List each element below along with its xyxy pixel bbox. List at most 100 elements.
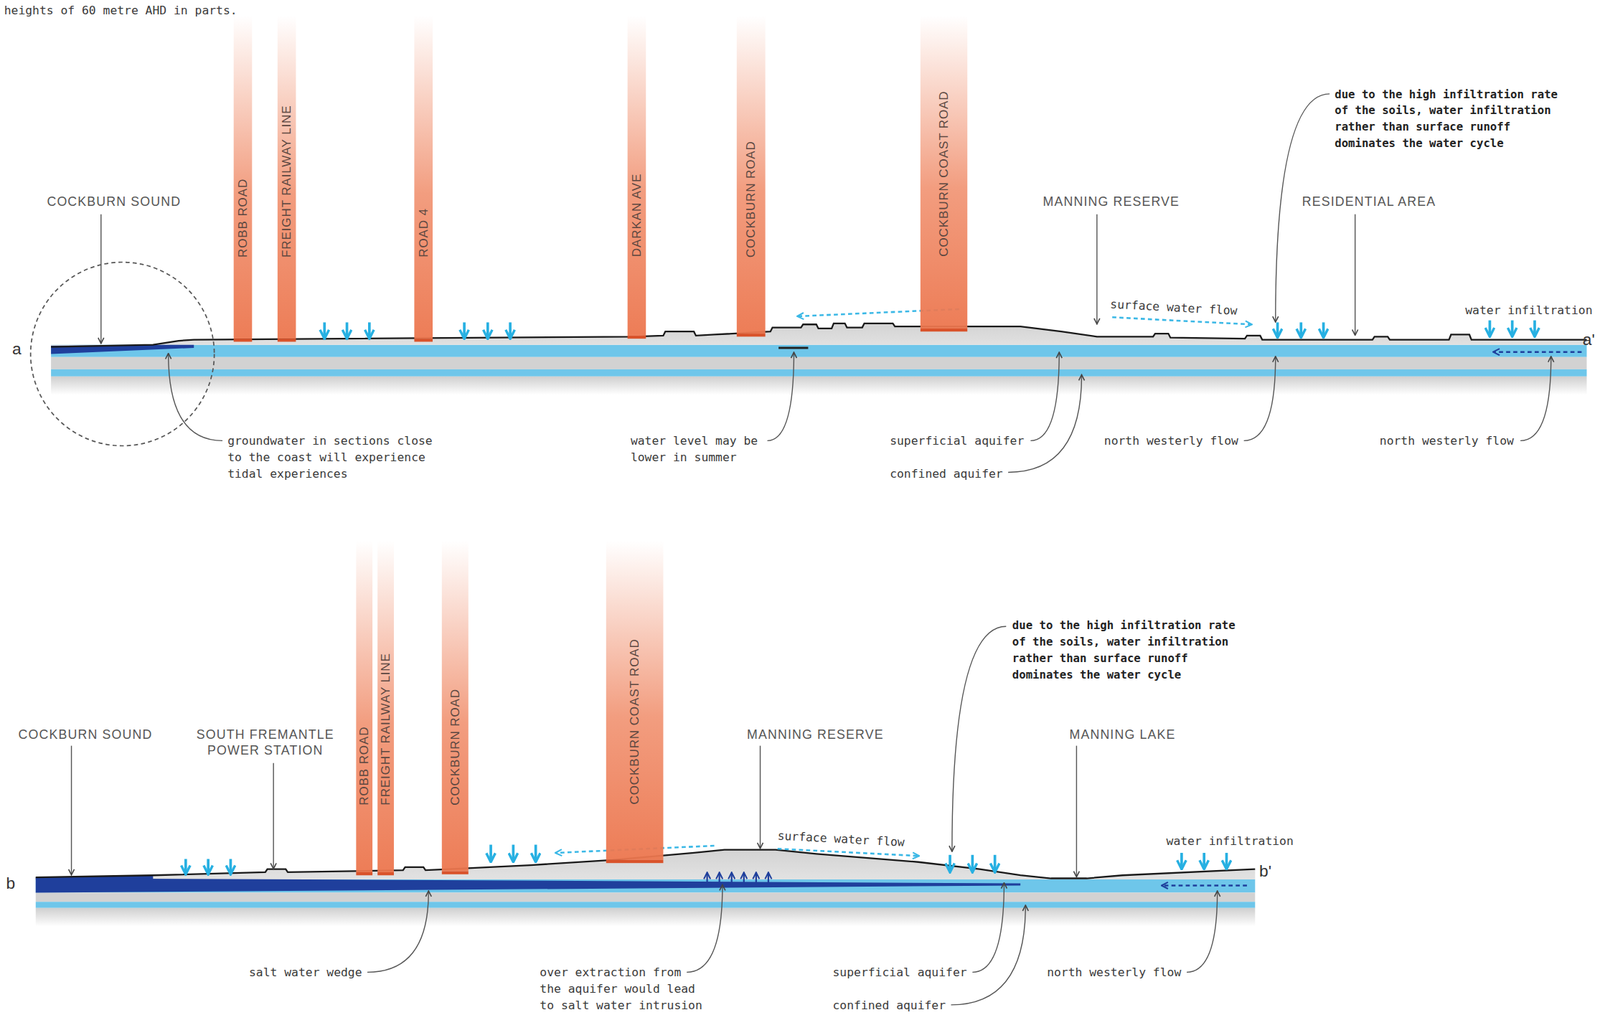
infiltration-arrow [345, 322, 349, 338]
groundwater-flow-arrow [1493, 350, 1582, 354]
annotation-text: confined aquifer [889, 465, 1004, 483]
infiltration-arrow [368, 322, 371, 338]
road-band: FREIGHT RAILWAY LINE [377, 540, 394, 876]
road-label: COCKBURN ROAD [744, 140, 757, 258]
leader-line [1008, 375, 1082, 473]
infiltration-arrow [1202, 853, 1206, 869]
annotation-text: heights of 60 metre AHD in parts. [4, 2, 238, 19]
infiltration-arrow [512, 845, 516, 862]
annotation-text: surface water flow [777, 829, 905, 850]
infiltration-arrow [184, 858, 188, 874]
groundwater-flow-arrow [1162, 884, 1247, 887]
leader-line [1076, 746, 1077, 877]
upwelling-arrow [755, 873, 757, 884]
infiltration-arrow [1276, 322, 1280, 337]
annotation-text: groundwater in sections close to the coa… [227, 432, 437, 482]
road-band: COCKBURN COAST ROAD [920, 15, 968, 332]
annotation-text: due to the high infiltration rate of the… [1334, 86, 1562, 153]
infiltration-arrow [1225, 853, 1229, 869]
surface-flow-arrow [1112, 317, 1251, 325]
road-label: ROAD 4 [417, 208, 430, 258]
leader-line [71, 746, 72, 875]
annotation-text: RESIDENTIAL AREA [1302, 193, 1436, 211]
leader-line [1244, 357, 1276, 442]
road-label: COCKBURN COAST ROAD [628, 639, 641, 806]
annotation-text: salt water wedge [248, 964, 363, 981]
surface-flow-arrow [777, 848, 919, 856]
infiltration-arrow [1533, 320, 1537, 336]
leader-line [100, 214, 102, 343]
road-band: ROBB ROAD [355, 540, 373, 876]
road-label: FREIGHT RAILWAY LINE [379, 652, 392, 806]
infiltration-arrow [462, 322, 466, 338]
annotation-text: surface water flow [1109, 297, 1238, 318]
upwelling-arrow [767, 873, 770, 884]
leader-line [759, 746, 761, 849]
road-label: COCKBURN COAST ROAD [937, 91, 950, 257]
focus-circle [30, 262, 215, 447]
upwelling-arrow [718, 873, 721, 884]
road-band: FREIGHT RAILWAY LINE [277, 15, 297, 342]
road-label: COCKBURN ROAD [449, 688, 462, 806]
leader-line [972, 883, 1004, 973]
leader-line [1096, 214, 1098, 324]
leader-line [367, 891, 429, 973]
road-band: COCKBURN ROAD [736, 15, 766, 337]
ground-fade [50, 376, 1587, 396]
infiltration-arrow [1511, 320, 1514, 336]
road-band: COCKBURN ROAD [441, 540, 469, 875]
infiltration-arrow [971, 855, 975, 872]
leader-line [686, 885, 723, 973]
aquitard-band [50, 357, 1587, 370]
annotation-text: MANNING RESERVE [1042, 193, 1180, 211]
annotation-text: north westerly flow [1379, 432, 1514, 450]
salt-water-wedge [35, 878, 1021, 894]
leader-line [1520, 357, 1552, 442]
infiltration-arrow [1322, 322, 1326, 337]
annotation-text: over extraction from the aquifer would l… [539, 964, 707, 1014]
leader-line [950, 906, 1026, 1006]
leader-line [766, 353, 794, 441]
infiltration-arrow [1488, 320, 1492, 336]
ground-fade [35, 908, 1256, 927]
leader-line [1186, 891, 1218, 973]
road-band: ROBB ROAD [233, 15, 253, 342]
infiltration-arrow [993, 855, 997, 872]
infiltration-arrow [486, 322, 490, 338]
road-label: ROBB ROAD [358, 726, 371, 806]
leader-line [952, 626, 1006, 851]
infiltration-arrow [206, 858, 210, 874]
leader-line [272, 763, 274, 869]
annotation-text: COCKBURN SOUND [46, 193, 181, 211]
road-band: ROAD 4 [413, 15, 433, 342]
infiltration-arrow [1299, 322, 1303, 337]
infiltration-arrow [489, 845, 493, 862]
annotation-text: MANNING LAKE [1069, 726, 1176, 744]
road-band: DARKAN AVE [627, 15, 647, 339]
annotation-text: water infiltration [1465, 302, 1593, 319]
annotation-text: superficial aquifer [833, 964, 968, 981]
road-label: DARKAN AVE [630, 173, 643, 257]
superficial-aquifer-band [50, 345, 1587, 358]
infiltration-arrow [322, 322, 326, 338]
infiltration-arrow [1180, 853, 1184, 869]
upwelling-arrow [706, 873, 708, 884]
annotation-text: confined aquifer [833, 996, 947, 1014]
infiltration-arrow [534, 845, 538, 862]
annotation-text: superficial aquifer [889, 432, 1024, 450]
annotation-text: a [12, 340, 22, 359]
road-band: COCKBURN COAST ROAD [606, 540, 664, 864]
confined-aquifer-band [50, 369, 1587, 377]
aquitard-band [35, 892, 1256, 902]
annotation-text: SOUTH FREMANTLE POWER STATION [188, 726, 342, 760]
annotation-text: north westerly flow [1046, 964, 1181, 981]
water-level-mark [778, 347, 808, 350]
annotation-text: b [6, 874, 16, 894]
annotation-text: b' [1259, 862, 1272, 882]
road-label: FREIGHT RAILWAY LINE [280, 104, 293, 257]
annotation-text: due to the high infiltration rate of the… [1012, 618, 1240, 684]
confined-aquifer-band [35, 901, 1256, 909]
annotation-text: water infiltration [1166, 833, 1294, 850]
annotation-text: COCKBURN SOUND [18, 726, 153, 744]
